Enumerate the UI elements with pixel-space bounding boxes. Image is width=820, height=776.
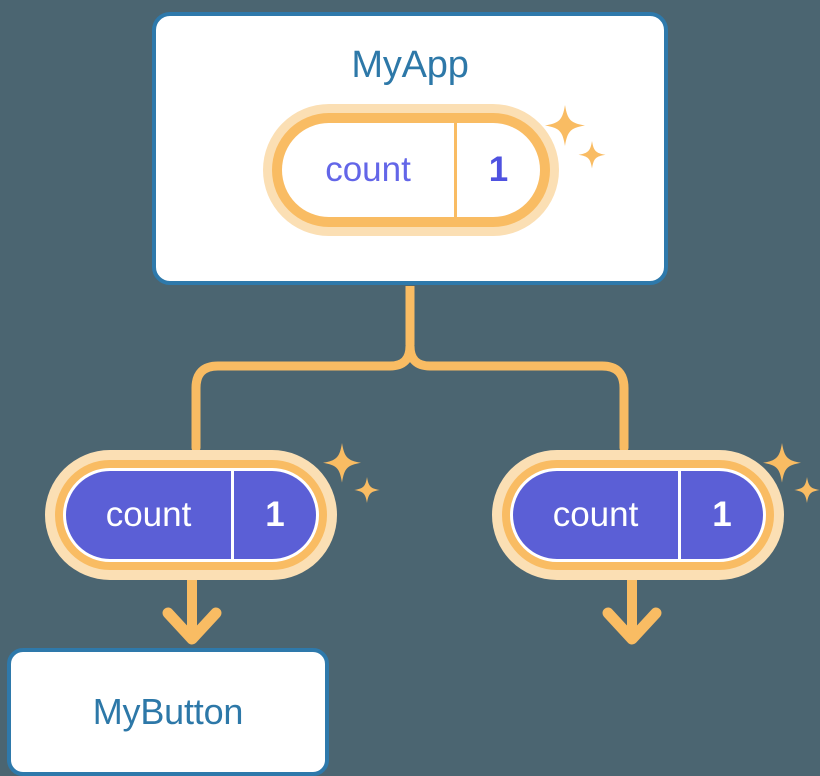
state-key-label: count [105, 495, 192, 534]
state-pill-body: count 1 [510, 468, 766, 562]
state-pill-key-child-right: count [513, 471, 681, 559]
component-card-mybutton-left[interactable]: MyButton [7, 648, 329, 776]
tree-branch-connector [191, 286, 629, 453]
state-value-label: 1 [488, 150, 509, 189]
state-pill-value-child-left: 1 [234, 471, 316, 559]
state-value-label: 1 [265, 495, 285, 534]
state-pill-value-child-right: 1 [681, 471, 763, 559]
arrow-down-icon-left [162, 578, 222, 645]
state-pill-child-left[interactable]: count 1 [45, 450, 337, 580]
state-value-label: 1 [712, 495, 732, 534]
arrow-down-icon-right [602, 578, 662, 645]
state-pill-child-right[interactable]: count 1 [492, 450, 784, 580]
state-pill-key-root: count [282, 123, 457, 217]
state-key-label: count [325, 150, 411, 189]
state-key-label: count [552, 495, 639, 534]
state-pill-root[interactable]: count 1 [263, 104, 559, 236]
component-title-mybutton-left: MyButton [92, 691, 244, 732]
state-pill-value-root: 1 [457, 123, 540, 217]
state-pill-body: count 1 [63, 468, 319, 562]
state-pill-key-child-left: count [66, 471, 234, 559]
state-pill-body: count 1 [282, 123, 540, 217]
component-title-myapp: MyApp [351, 44, 469, 86]
